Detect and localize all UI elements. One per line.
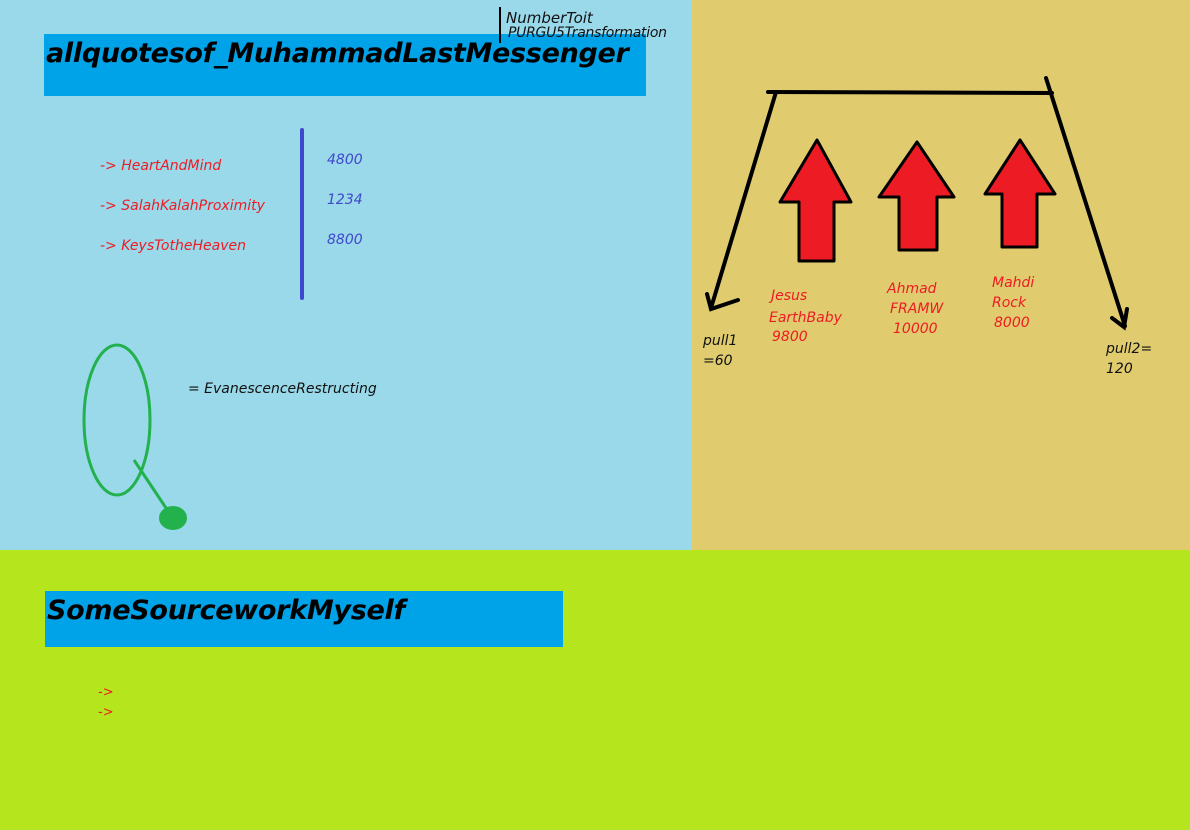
note-line2: PURGU5Transformation	[508, 25, 667, 41]
force-arrows	[778, 138, 1057, 263]
section1-banner: allquotesof_MuhammadLastMessenger	[44, 34, 646, 96]
item-label: -> KeysTotheHeaven	[100, 238, 246, 254]
item-label: -> SalahKalahProximity	[100, 198, 265, 214]
arrow-label: Ahmad	[887, 281, 937, 297]
arrow-jesus	[778, 138, 853, 263]
item-label: -> HeartAndMind	[100, 158, 222, 174]
section2-banner: SomeSourceworkMyself	[45, 591, 563, 647]
arrow-label: 10000	[893, 321, 938, 337]
source-item: ->	[98, 705, 114, 720]
arrow-label: FRAMW	[890, 301, 944, 317]
ring-label: = EvanescenceRestructing	[188, 381, 377, 397]
pull2-line1: pull2=	[1106, 341, 1153, 357]
arrow-label: Jesus	[771, 288, 808, 304]
pull1-line1: pull1	[703, 333, 738, 349]
item-value: 4800	[327, 152, 363, 168]
arrow-label: 9800	[772, 329, 808, 345]
section2-title: SomeSourceworkMyself	[47, 595, 405, 626]
note-line1: NumberToit	[506, 9, 593, 27]
arrow-label: Rock	[992, 295, 1027, 311]
pulley-frame	[705, 76, 1129, 331]
arrow-ahmad	[877, 140, 956, 252]
pull2-line2: 120	[1106, 361, 1133, 377]
ring-handle	[132, 459, 168, 509]
arrow-label: EarthBaby	[769, 310, 842, 326]
item-value: 8800	[327, 232, 363, 248]
item-value: 1234	[327, 192, 363, 208]
source-item: ->	[98, 685, 114, 700]
ring-shape	[82, 343, 152, 497]
ring-knob	[159, 506, 187, 530]
section1-title: allquotesof_MuhammadLastMessenger	[46, 38, 629, 69]
pull1-line2: =60	[703, 353, 733, 369]
arrow-label: 8000	[994, 315, 1030, 331]
arrow-mahdi	[983, 138, 1057, 249]
arrow-label: Mahdi	[992, 275, 1035, 291]
